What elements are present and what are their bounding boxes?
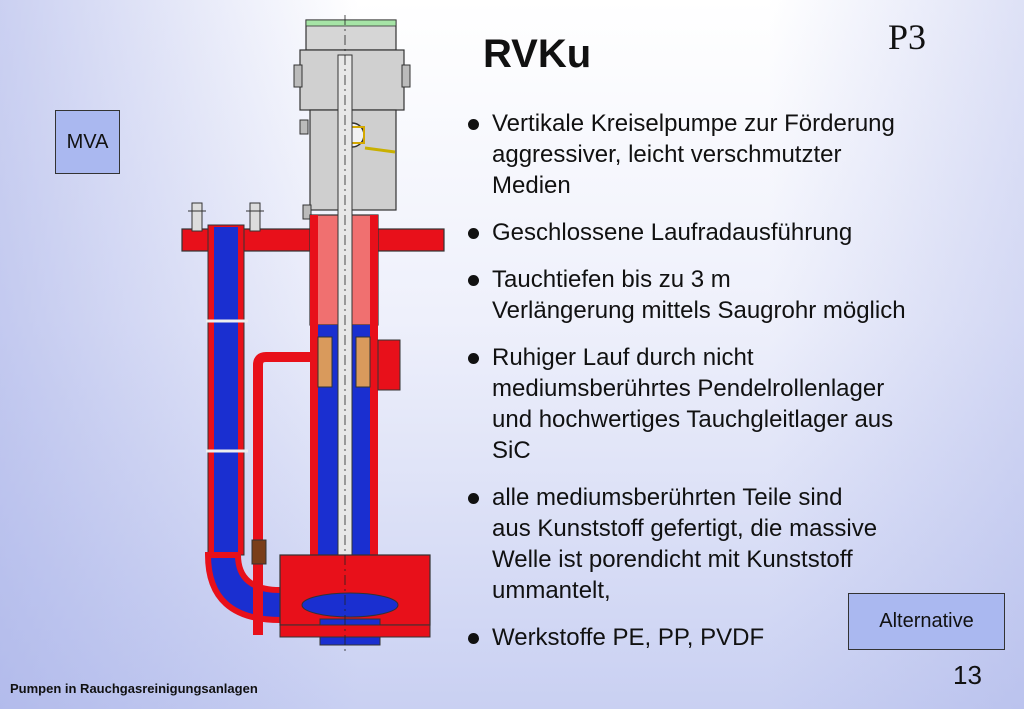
bullet-line: Werkstoffe PE, PP, PVDF bbox=[492, 624, 765, 651]
alternative-button[interactable]: Alternative bbox=[848, 593, 1005, 650]
plate-bolts bbox=[188, 202, 264, 232]
bypass-valve bbox=[251, 539, 267, 565]
mva-tag[interactable]: MVA bbox=[55, 110, 120, 174]
discharge-pipe bbox=[214, 227, 238, 557]
bolt-small-2 bbox=[302, 204, 312, 220]
bullet-icon bbox=[468, 633, 479, 644]
feature-list: Vertikale Kreiselpumpe zur Förderung agg… bbox=[465, 108, 985, 669]
bullet-line: Welle ist porendicht mit Kunststoff bbox=[492, 546, 853, 573]
side-fittings bbox=[377, 339, 401, 391]
bullet-line: Geschlossene Laufradausführung bbox=[492, 219, 853, 246]
motor-cap-line bbox=[305, 19, 397, 27]
bullet-line: mediumsberührtes Pendelrollenlager bbox=[492, 375, 885, 402]
bullet-item: Tauchtiefen bis zu 3 m Verlängerung mitt… bbox=[465, 264, 985, 326]
bolt-small bbox=[299, 119, 309, 135]
discharge-elbow bbox=[204, 552, 289, 623]
oil-line bbox=[364, 146, 396, 154]
bullet-line: Tauchtiefen bis zu 3 m bbox=[492, 266, 731, 293]
footer-text: Pumpen in Rauchgasreinigungsanlagen bbox=[10, 681, 258, 696]
column-housing-wall-left bbox=[310, 215, 318, 635]
flange-bolt-right bbox=[401, 64, 411, 88]
bullet-item: Werkstoffe PE, PP, PVDF bbox=[465, 622, 985, 653]
bearing-sleeve-right bbox=[355, 336, 371, 388]
bullet-icon bbox=[468, 275, 479, 286]
bullet-line: ummantelt, bbox=[492, 577, 611, 604]
bullet-line: Ruhiger Lauf durch nicht bbox=[492, 344, 754, 371]
bullet-icon bbox=[468, 353, 479, 364]
casing-cover bbox=[279, 624, 431, 638]
bypass-pipe bbox=[253, 352, 320, 635]
slide-title: RVKu bbox=[483, 32, 592, 76]
bullet-line: aus Kunststoff gefertigt, die massive bbox=[492, 515, 878, 542]
slide-code: P3 bbox=[888, 17, 927, 57]
page-number: 13 bbox=[953, 660, 982, 690]
column-housing-wall-right bbox=[370, 215, 378, 635]
bullet-icon bbox=[468, 119, 479, 130]
bullet-item: Vertikale Kreiselpumpe zur Förderung agg… bbox=[465, 108, 985, 201]
mva-tag-label: MVA bbox=[66, 130, 109, 153]
bullet-item: Ruhiger Lauf durch nicht mediumsberührte… bbox=[465, 342, 985, 466]
bullet-item: alle mediumsberührten Teile sind aus Kun… bbox=[465, 482, 985, 606]
bullet-line: alle mediumsberührten Teile sind bbox=[492, 484, 843, 511]
bullet-icon bbox=[468, 493, 479, 504]
impeller bbox=[301, 592, 399, 618]
bearing-sleeve-left bbox=[317, 336, 333, 388]
bullet-line: Vertikale Kreiselpumpe zur Förderung bbox=[492, 110, 895, 137]
alternative-button-label: Alternative bbox=[879, 610, 974, 632]
bullet-line: Medien bbox=[492, 172, 571, 199]
bullet-line: Verlängerung mittels Saugrohr möglich bbox=[492, 297, 906, 324]
pump-cross-section-diagram bbox=[181, 15, 445, 655]
bullet-line: und hochwertiges Tauchgleitlager aus bbox=[492, 406, 894, 433]
flange-bolt-left bbox=[293, 64, 303, 88]
bullet-line: aggressiver, leicht verschmutzter bbox=[492, 141, 842, 168]
bullet-icon bbox=[468, 228, 479, 239]
bullet-item: Geschlossene Laufradausführung bbox=[465, 217, 985, 248]
bullet-line: SiC bbox=[492, 437, 531, 464]
